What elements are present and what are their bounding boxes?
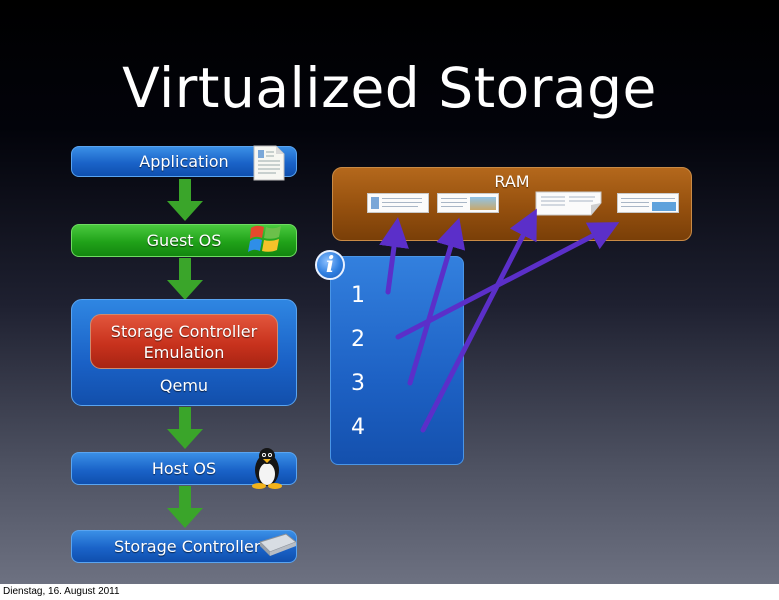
storage-controller-emulation-box: Storage Controller Emulation <box>90 314 278 369</box>
down-arrow-1 <box>167 179 203 221</box>
request-number-1: 1 <box>351 283 365 308</box>
ram-label: RAM <box>494 172 530 191</box>
qemu-box: Storage Controller Emulation Qemu <box>71 299 297 406</box>
application-label: Application <box>139 152 229 171</box>
request-number-3: 3 <box>351 371 365 396</box>
storage-controller-label: Storage Controller <box>114 537 261 556</box>
request-number-4: 4 <box>351 415 365 440</box>
info-icon[interactable]: i <box>315 250 345 280</box>
hard-drive-icon <box>259 533 297 556</box>
qemu-label: Qemu <box>159 376 209 395</box>
slide: Virtualized Storage Application Guest OS <box>0 0 779 584</box>
ram-page-1 <box>367 193 429 213</box>
request-queue-box: 1 2 3 4 <box>330 256 464 465</box>
emulation-label: Storage Controller Emulation <box>110 321 258 362</box>
ram-page-3 <box>535 191 602 216</box>
down-arrow-3 <box>167 407 203 449</box>
down-arrow-2 <box>167 258 203 300</box>
storage-controller-bar: Storage Controller <box>71 530 297 563</box>
document-icon <box>253 145 285 181</box>
windows-logo-icon <box>248 225 281 252</box>
ram-box: RAM <box>332 167 692 241</box>
host-os-label: Host OS <box>151 459 217 478</box>
slide-title: Virtualized Storage <box>122 56 657 120</box>
request-number-2: 2 <box>351 327 365 352</box>
ram-page-4 <box>617 193 679 213</box>
down-arrow-4 <box>167 486 203 528</box>
guest-os-label: Guest OS <box>146 231 222 250</box>
footer-date: Dienstag, 16. August 2011 <box>0 584 779 600</box>
linux-tux-icon <box>252 448 282 489</box>
ram-page-2 <box>437 193 499 213</box>
